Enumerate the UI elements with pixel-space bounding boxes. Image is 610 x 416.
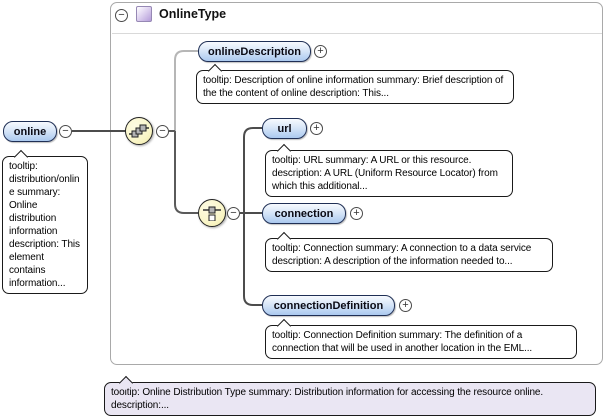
element-url[interactable]: url bbox=[262, 118, 307, 139]
choice-compositor[interactable] bbox=[198, 199, 226, 227]
header-divider bbox=[112, 33, 602, 34]
expand-connectiondefinition-icon[interactable]: + bbox=[399, 299, 412, 312]
element-connectiondefinition[interactable]: connectionDefinition bbox=[262, 295, 395, 316]
expand-onlinedescription-icon[interactable]: + bbox=[314, 45, 327, 58]
complex-type-icon bbox=[136, 6, 152, 22]
tooltip-online: tooltip: distribution/online summary: On… bbox=[2, 149, 88, 294]
tooltip-url: tooltip: URL summary: A URL or this reso… bbox=[265, 143, 513, 197]
tooltip-onlinedescription: tooltip: Description of online informati… bbox=[196, 63, 514, 104]
collapse-sequence-icon[interactable]: − bbox=[156, 125, 169, 138]
tooltip-onlinetype: tooltip: Online Distribution Type summar… bbox=[104, 375, 596, 416]
collapse-online-icon[interactable]: − bbox=[59, 125, 72, 138]
collapse-choice-icon[interactable]: − bbox=[227, 207, 240, 220]
collapse-onlinetype-icon[interactable]: − bbox=[115, 9, 128, 22]
type-title: OnlineType bbox=[159, 7, 227, 21]
sequence-icon bbox=[129, 124, 149, 138]
tooltip-connectiondefinition: tooltip: Connection Definition summary: … bbox=[265, 318, 577, 359]
element-online[interactable]: online bbox=[3, 121, 57, 142]
sequence-compositor[interactable] bbox=[125, 117, 153, 145]
expand-url-icon[interactable]: + bbox=[310, 122, 323, 135]
element-onlinedescription[interactable]: onlineDescription bbox=[198, 41, 311, 62]
expand-connection-icon[interactable]: + bbox=[350, 207, 363, 220]
choice-icon bbox=[203, 206, 221, 221]
tooltip-connection: tooltip: Connection summary: A connectio… bbox=[265, 231, 553, 272]
element-connection[interactable]: connection bbox=[262, 203, 346, 224]
